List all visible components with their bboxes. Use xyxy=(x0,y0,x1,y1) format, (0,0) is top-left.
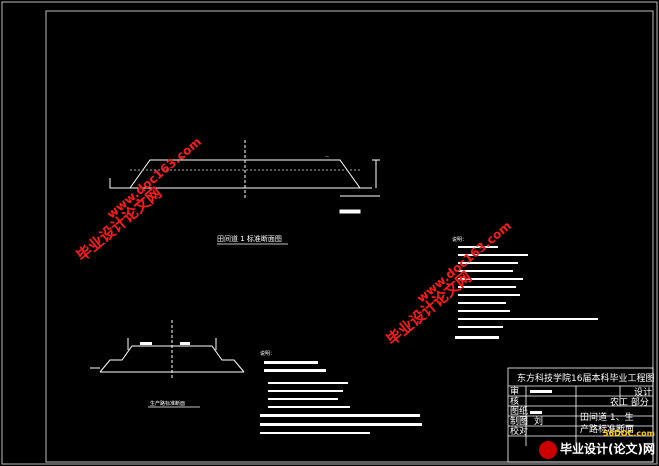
watermark-1: 毕业设计论文网 www.doc163.com xyxy=(73,135,204,266)
title-block-author: 刘 xyxy=(534,415,543,427)
notes-block-2: 说明： xyxy=(260,350,422,434)
title-block-row-2: 核 xyxy=(510,395,519,407)
section1-caption: 田间道 1 标准断面图 xyxy=(217,234,282,243)
svg-text:—: — xyxy=(180,154,184,159)
watermark-2: 毕业设计论文网 www.doc163.com xyxy=(383,219,514,350)
notes-block-1: 说明： xyxy=(452,236,598,339)
watermark-text-url-2: www.doc163.com xyxy=(414,219,514,306)
notes-title-2: 说明： xyxy=(260,350,275,357)
title-block-subtitle: 农工 部分 xyxy=(610,396,649,408)
title-block-drawing-name-1: 田间道 1、生 xyxy=(580,411,634,423)
brand-icon xyxy=(539,440,558,459)
title-block-design-label: 设计 xyxy=(634,386,652,398)
title-block-row-3: 图纸 xyxy=(510,405,528,417)
watermark-text-cn-1: 毕业设计论文网 xyxy=(73,184,165,265)
title-block-row-4: 制图 xyxy=(510,415,528,427)
title-block-drawing-name-2: 产路标准断面 xyxy=(580,423,634,435)
section2-caption: 生产路标准断面 xyxy=(150,400,185,407)
svg-text:—: — xyxy=(325,154,329,159)
brand-logo: 56DOC.com 毕业设计(论文)网 xyxy=(527,429,655,464)
title-block-institution: 东方科技学院16届本科毕业工程图 xyxy=(517,372,654,384)
title-block xyxy=(507,367,654,463)
inner-frame xyxy=(45,10,654,463)
brand-url: 56DOC.com xyxy=(602,429,655,438)
title-block-row-1: 审 xyxy=(510,385,519,397)
brand-name: 毕业设计(论文)网 xyxy=(560,442,655,456)
section1-drawing: — — xyxy=(109,140,380,214)
notes-title-1: 说明： xyxy=(452,236,467,243)
watermark-text-url-1: www.doc163.com xyxy=(104,135,204,222)
section2-drawing xyxy=(90,320,245,380)
title-block-row-5: 校对 xyxy=(510,425,528,437)
